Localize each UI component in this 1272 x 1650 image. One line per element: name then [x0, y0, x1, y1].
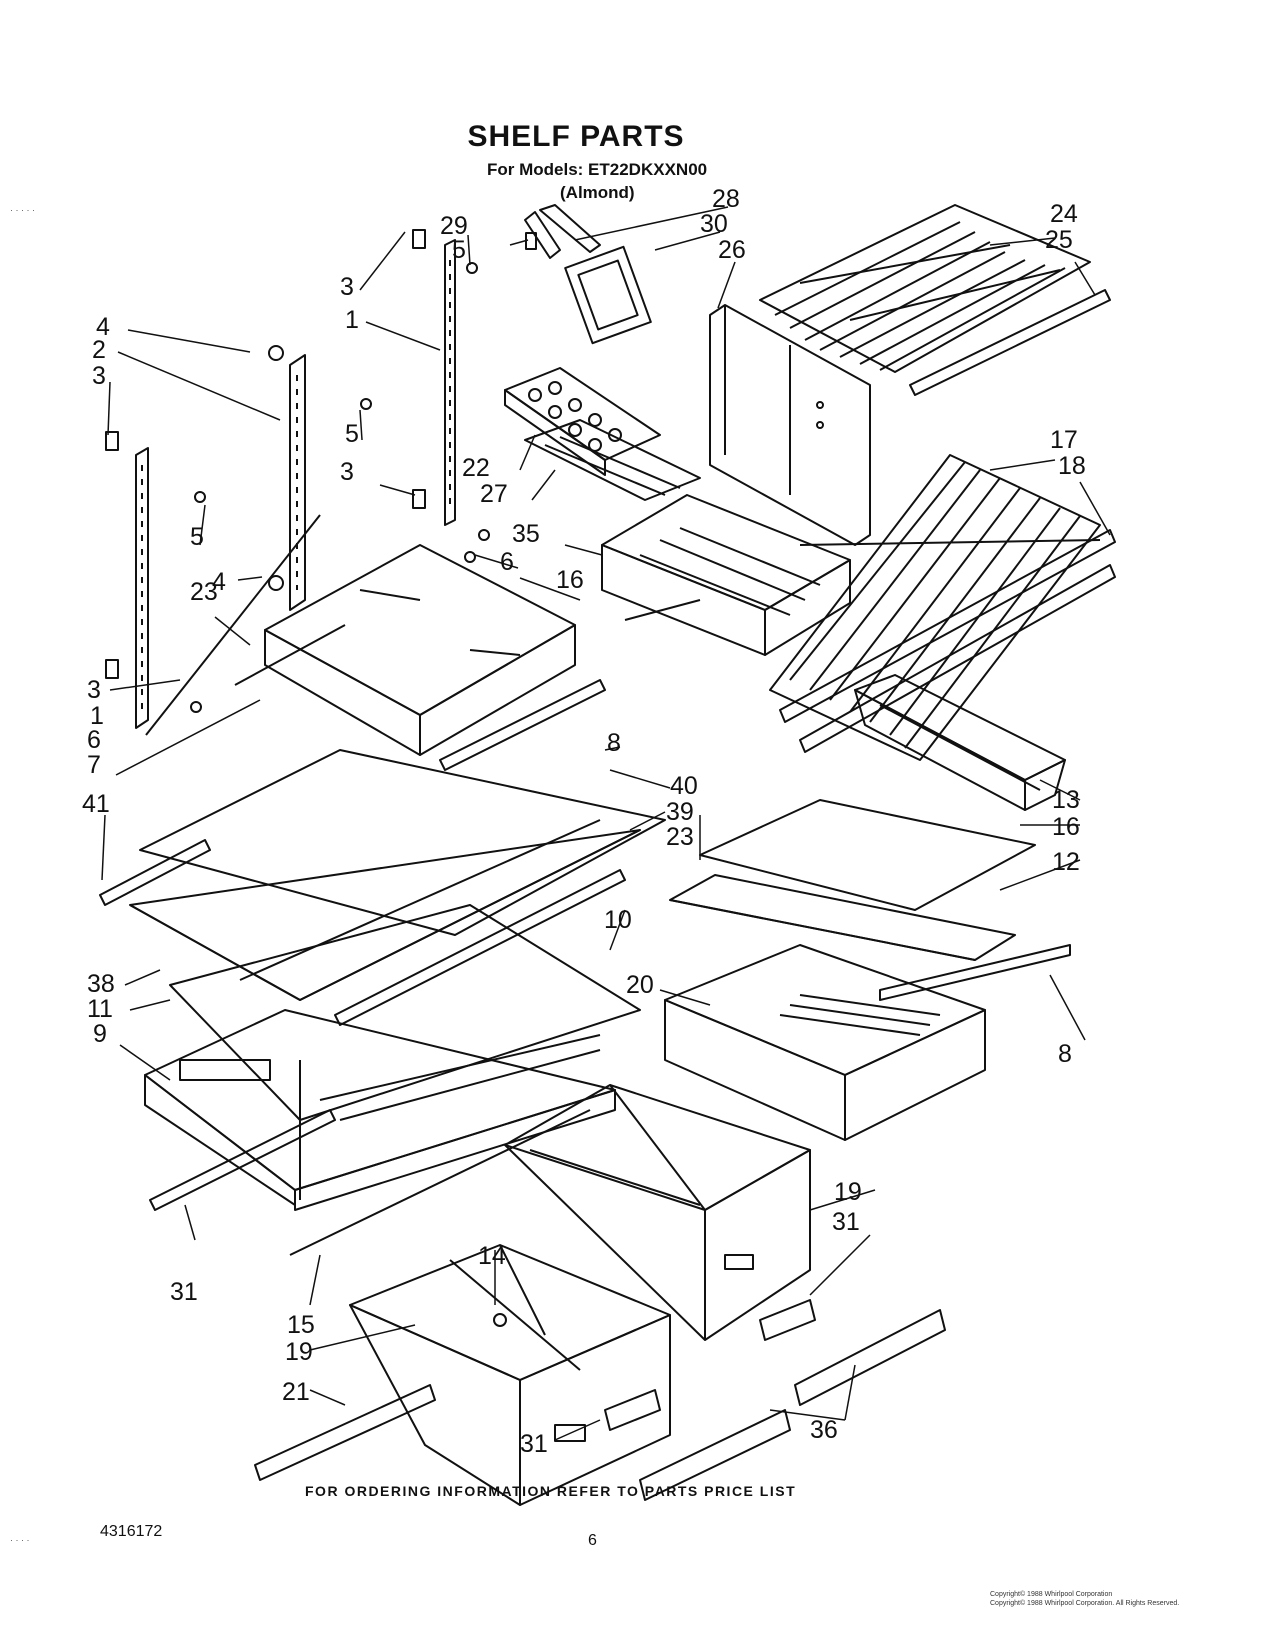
right-glass-shelf	[669, 799, 1071, 1001]
callout-2: 2	[92, 336, 106, 364]
wire-shelf-upper	[759, 204, 1111, 396]
callout-8: 8	[607, 729, 621, 757]
dairy-bin	[854, 674, 1066, 811]
callout-16: 16	[1052, 813, 1080, 841]
callout-5: 5	[345, 420, 359, 448]
callout-4: 4	[96, 313, 110, 341]
callout-27: 27	[480, 480, 508, 508]
callout-39: 39	[666, 798, 694, 826]
model-color-label: (Almond)	[560, 183, 635, 202]
callout-25: 25	[1045, 226, 1073, 254]
model-number-label: For Models: ET22DKXXN00	[487, 160, 708, 179]
ordering-note: FOR ORDERING INFORMATION REFER TO PARTS …	[305, 1483, 797, 1499]
copyright-notice: Copyright© 1988 Whirlpool Corporation Co…	[990, 1590, 1179, 1608]
upper-glass-shelf	[234, 544, 606, 771]
document-number: 4316172	[100, 1523, 163, 1540]
callout-23: 23	[666, 823, 694, 851]
callout-13: 13	[1052, 786, 1080, 814]
callout-6: 6	[500, 548, 514, 576]
callout-5: 5	[190, 523, 204, 551]
callout-40: 40	[670, 772, 698, 800]
callout-36: 36	[810, 1416, 838, 1444]
callout-30: 30	[700, 210, 728, 238]
callout-1: 1	[90, 702, 104, 730]
drawer-trim-strips	[254, 1299, 946, 1501]
callout-15: 15	[287, 1311, 315, 1339]
callout-7: 7	[87, 751, 101, 779]
callout-16: 16	[556, 566, 584, 594]
main-glass-shelf	[99, 749, 666, 1026]
page-title: SHELF PARTS	[467, 120, 685, 153]
callout-28: 28	[712, 185, 740, 213]
crisper-drawer-left	[349, 1244, 671, 1506]
callout-labels: 4 2 3 3 1 5 29 28 30 26 24 25 17 18 5 3 …	[82, 185, 1086, 1458]
callout-10: 10	[604, 906, 632, 934]
callout-6: 6	[87, 726, 101, 754]
callout-31: 31	[170, 1278, 198, 1306]
callout-14: 14	[478, 1242, 506, 1270]
callout-41: 41	[82, 790, 110, 818]
callout-23: 23	[190, 578, 218, 606]
callout-1: 1	[345, 306, 359, 334]
egg-tray	[504, 367, 701, 501]
callout-3: 3	[340, 273, 354, 301]
callout-21: 21	[282, 1378, 310, 1406]
callout-9: 9	[93, 1020, 107, 1048]
callout-24: 24	[1050, 200, 1078, 228]
callout-20: 20	[626, 971, 654, 999]
callout-3: 3	[92, 362, 106, 390]
shelf-support-rails	[105, 229, 490, 736]
wire-shelf-lower	[769, 454, 1116, 761]
callout-18: 18	[1058, 452, 1086, 480]
crisper-cover-assembly	[144, 904, 641, 1256]
callout-4: 4	[212, 568, 226, 596]
callout-22: 22	[462, 454, 490, 482]
callout-8: 8	[1058, 1040, 1072, 1068]
callout-26: 26	[718, 236, 746, 264]
copyright-line-1: Copyright© 1988 Whirlpool Corporation	[990, 1591, 1113, 1598]
copyright-line-2: Copyright© 1988 Whirlpool Corporation. A…	[990, 1600, 1180, 1607]
light-shield-parts	[524, 204, 652, 345]
callout-38: 38	[87, 970, 115, 998]
callout-35: 35	[512, 520, 540, 548]
callout-3: 3	[87, 676, 101, 704]
callout-32: 31	[520, 1430, 548, 1458]
rear-panel	[709, 304, 871, 546]
callout-17: 17	[1050, 426, 1078, 454]
scan-speck: · · · · ·	[10, 205, 35, 215]
page-number: 6	[588, 1532, 597, 1549]
crisper-drawer-right	[504, 1084, 811, 1341]
callout-29: 29	[440, 212, 468, 240]
callout-11: 11	[87, 995, 113, 1023]
callout-leader-lines	[101, 206, 1111, 1441]
callout-19: 19	[834, 1178, 862, 1206]
callout-19: 19	[285, 1338, 313, 1366]
callout-12: 12	[1052, 848, 1080, 876]
meat-keeper-pan	[601, 494, 851, 656]
callout-3: 3	[340, 458, 354, 486]
deli-pan	[664, 944, 986, 1141]
callout-32: 31	[832, 1208, 860, 1236]
callout-5: 5	[452, 236, 466, 264]
scan-speck: · · · ·	[10, 1535, 30, 1545]
